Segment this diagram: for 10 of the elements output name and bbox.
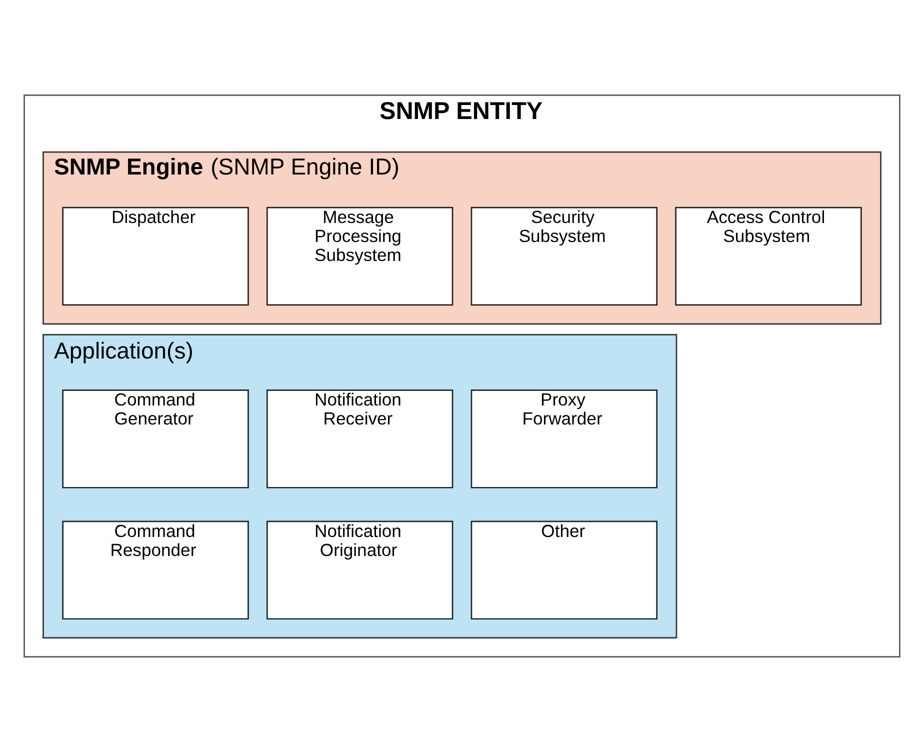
- node-box: Proxy Forwarder: [470, 389, 658, 488]
- node-box: Command Generator: [62, 389, 249, 488]
- node-box: Notification Originator: [266, 520, 454, 620]
- node-box: Access Control Subsystem: [675, 206, 862, 306]
- node-box: Notification Receiver: [266, 389, 454, 488]
- node-box: Dispatcher: [62, 206, 249, 306]
- node-box: Other: [470, 520, 658, 620]
- node-box: Security Subsystem: [470, 206, 658, 306]
- node-box: Message Processing Subsystem: [266, 206, 454, 306]
- node-box: Command Responder: [62, 520, 249, 620]
